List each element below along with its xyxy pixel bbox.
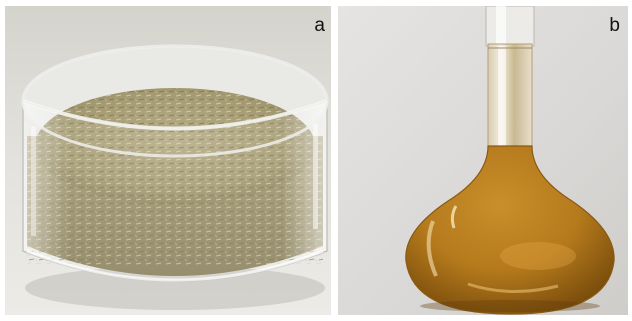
panel-a: a — [5, 6, 331, 315]
flask-photo — [338, 6, 628, 315]
powder-dish-photo — [5, 6, 331, 315]
panel-label-b: b — [609, 15, 620, 36]
panel-label-a: a — [314, 15, 325, 36]
panel-b: b — [338, 6, 628, 315]
